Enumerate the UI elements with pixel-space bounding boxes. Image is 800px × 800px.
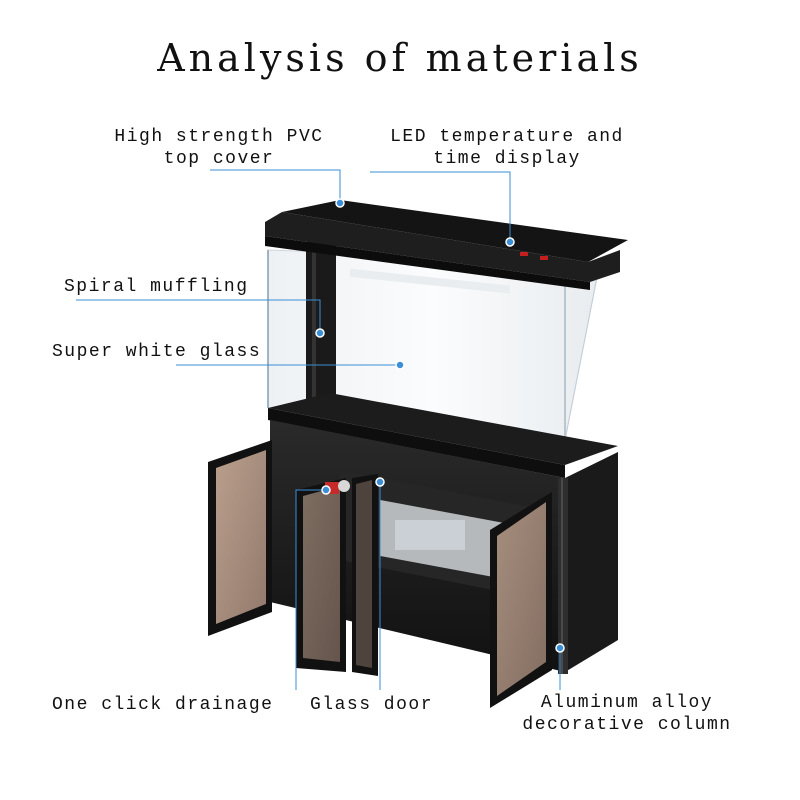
drainage-dot [321,485,331,495]
page-title: Analysis of materials [157,36,643,80]
spiral-muffling-dot [315,328,325,338]
label-aluminum-column-line2: decorative column [522,715,732,735]
glass-door-left [208,440,272,636]
glass-door-center-right [352,474,378,676]
aluminum-column [558,478,568,674]
spiral-muffling-column [306,242,336,410]
glass-door-dot [375,477,385,487]
led-display-dot [505,237,515,247]
label-led-display-line2: time display [433,149,581,169]
label-aluminum-column: Aluminum alloy decorative column [516,692,738,736]
cabinet-top [268,393,618,478]
aluminum-column-dot [555,643,565,653]
label-led-display-line1: LED temperature and [390,127,624,147]
label-glass-door: Glass door [310,695,434,715]
label-top-cover-line2: top cover [163,149,275,169]
label-super-white-glass: Super white glass [52,342,262,362]
label-aluminum-column-line1: Aluminum alloy [540,693,714,713]
label-led-display: LED temperature and time display [382,126,632,170]
label-spiral-muffling: Spiral muffling [64,277,249,297]
callout-lines [76,169,561,690]
top-cover [265,200,628,294]
glass-door-center-left [296,478,346,672]
callout-dots [315,198,565,653]
glass-door-right [490,492,552,708]
label-top-cover: High strength PVC top cover [108,126,330,170]
top-cover-dot [335,198,345,208]
label-top-cover-line1: High strength PVC [114,127,324,147]
label-one-click-drainage: One click drainage [52,695,274,715]
super-white-glass-dot [395,360,405,370]
